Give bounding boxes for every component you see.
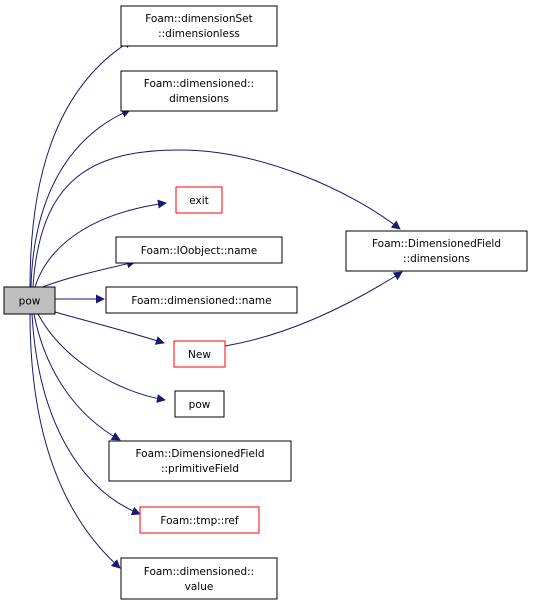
edge-pow-to-dimensioned-dimensions <box>30 109 131 288</box>
node-dimensioned-dimensions[interactable]: Foam::dimensioned:: dimensions <box>120 70 278 112</box>
node-dimensioned-name-label: Foam::dimensioned::name <box>131 295 271 307</box>
edge-pow-to-ioobject-name <box>39 259 136 289</box>
node-pow-root[interactable]: pow <box>3 286 56 315</box>
node-dimensioned-name[interactable]: Foam::dimensioned::name <box>105 286 298 314</box>
edge-pow-to-pow-callee <box>37 313 166 403</box>
edge-pow-to-dimensionless <box>29 39 133 288</box>
node-dimensioned-value[interactable]: Foam::dimensioned:: value <box>120 557 278 600</box>
node-tmp-ref-label: Foam::tmp::ref <box>160 515 238 527</box>
edge-pow-to-exit <box>34 199 167 288</box>
node-primitive-field-label-line1: Foam::DimensionedField <box>136 448 265 460</box>
edge-pow-to-dimensioned-value <box>29 313 121 569</box>
node-dimensionset-dimensionless[interactable]: Foam::dimensionSet ::dimensionless <box>120 5 278 47</box>
edge-pow-to-tmp-ref <box>31 313 141 516</box>
edge-pow-to-dimfield-dimensions <box>32 149 401 288</box>
node-dimensioned-dimensions-label-line2: dimensions <box>169 93 229 105</box>
node-dimensionedfield-primitivefield[interactable]: Foam::DimensionedField ::primitiveField <box>108 440 292 482</box>
edge-pow-to-new <box>54 311 165 345</box>
node-dimensionless-label-line2: ::dimensionless <box>158 28 240 40</box>
node-dimensioned-value-label-line1: Foam::dimensioned:: <box>144 566 254 578</box>
node-pow-root-label: pow <box>19 296 41 308</box>
node-pow-callee-label: pow <box>189 399 211 411</box>
node-pow-callee[interactable]: pow <box>174 390 225 418</box>
node-exit-label: exit <box>189 195 209 207</box>
node-ioobject-name[interactable]: Foam::IOobject::name <box>115 236 283 264</box>
node-tmp-ref[interactable]: Foam::tmp::ref <box>139 506 260 534</box>
node-ioobject-name-label: Foam::IOobject::name <box>141 245 257 257</box>
node-dimensioned-value-label-line2: value <box>185 581 214 593</box>
node-new-label: New <box>188 349 211 361</box>
edge-pow-to-primitive-field <box>33 313 121 441</box>
node-dimfield-dimensions-label-line1: Foam::DimensionedField <box>372 238 501 250</box>
node-new[interactable]: New <box>173 340 226 368</box>
edge-new-to-dimfield-dimensions <box>224 271 403 347</box>
edges <box>29 39 403 569</box>
node-primitive-field-label-line2: ::primitiveField <box>161 463 239 475</box>
node-dimensionedfield-dimensions[interactable]: Foam::DimensionedField ::dimensions <box>345 230 528 272</box>
node-exit[interactable]: exit <box>175 186 223 214</box>
node-dimensionless-label-line1: Foam::dimensionSet <box>145 13 252 25</box>
node-dimfield-dimensions-label-line2: ::dimensions <box>403 253 470 265</box>
node-dimensioned-dimensions-label-line1: Foam::dimensioned:: <box>144 78 254 90</box>
